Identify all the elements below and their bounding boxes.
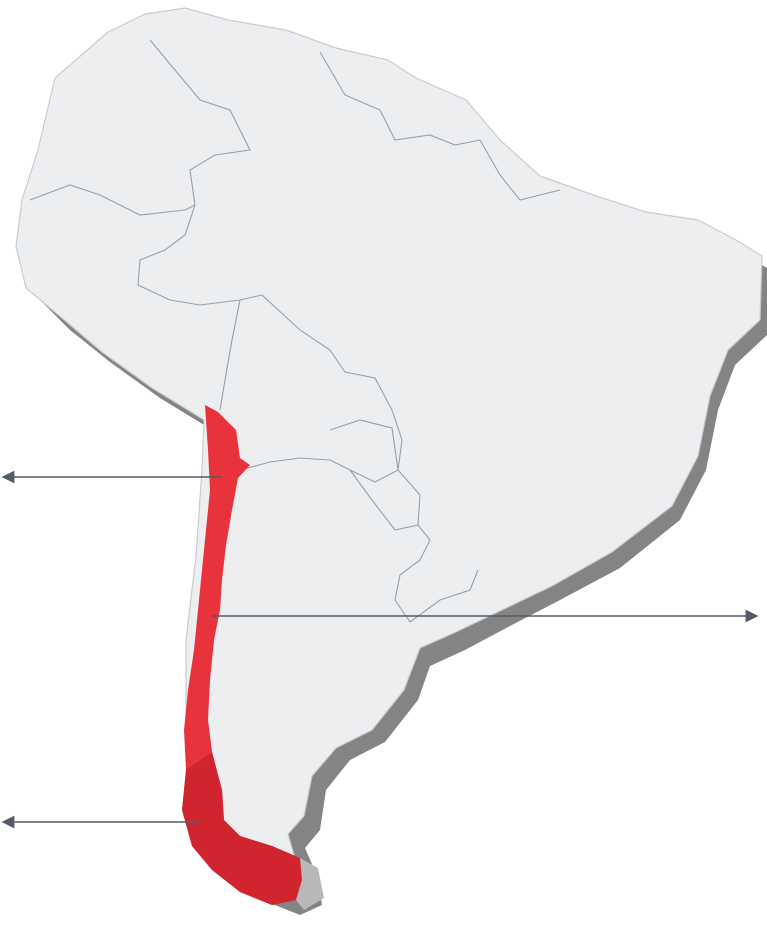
border-guianas xyxy=(479,139,561,201)
continent-land xyxy=(15,7,763,885)
highlighted-country-chile xyxy=(182,405,324,910)
border-colombia-venezuela xyxy=(149,39,251,206)
pointer-arrows xyxy=(1,470,759,829)
chile-south-shade xyxy=(182,752,302,905)
border-bolivia-argentina xyxy=(239,457,331,471)
border-colombia-ecuador xyxy=(29,184,196,216)
border-bolivia-brazil xyxy=(329,409,403,483)
border-paraguay xyxy=(329,419,421,531)
border-peru-bolivia xyxy=(219,299,241,411)
border-colombia-brazil xyxy=(137,204,263,306)
border-argentina-brazil xyxy=(394,524,431,623)
tierra-del-fuego-rim xyxy=(296,858,324,910)
border-peru-brazil xyxy=(261,294,393,411)
south-america-landmass xyxy=(15,7,763,885)
border-venezuela-guyana xyxy=(319,51,481,146)
border-uruguay xyxy=(409,569,479,623)
country-borders xyxy=(29,39,561,623)
